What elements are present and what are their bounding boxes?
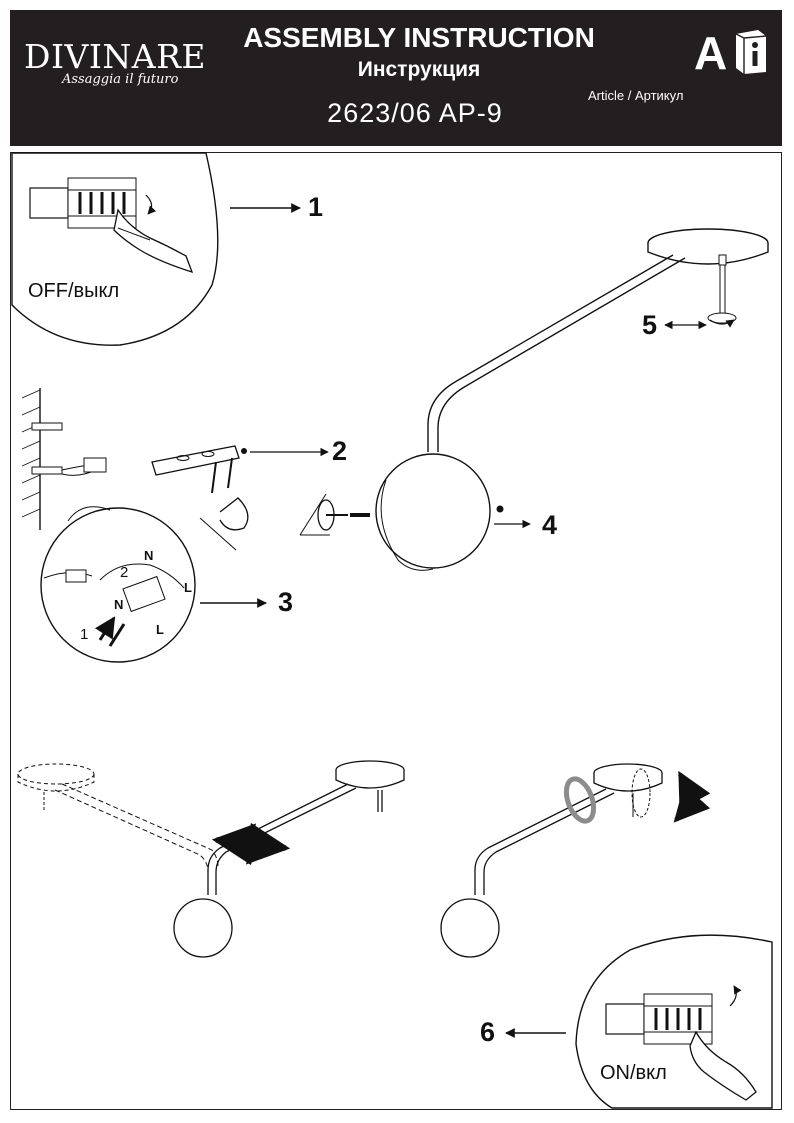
instruction-frame: [10, 152, 782, 1110]
hand-icon: [113, 208, 194, 274]
step-1-number: 1: [308, 192, 324, 222]
wiring-lens-detail: [40, 506, 267, 663]
language-letter: A: [694, 27, 728, 79]
page-title-ru: Инструкция: [357, 58, 481, 81]
breaker-off-detail: [11, 152, 301, 346]
wire-label-l-bottom: L: [156, 622, 164, 637]
article-label: Article / Артикул: [588, 88, 684, 103]
info-book-icon: [735, 30, 767, 74]
wiring-step-1-label: 1: [80, 626, 89, 643]
wire-label-n-bottom: N: [114, 597, 124, 612]
wall-mount-detail: [21, 388, 329, 551]
wire-label-n-top: N: [144, 548, 154, 563]
wiring-step-2-label: 2: [120, 564, 129, 581]
breaker-on-detail: [505, 934, 773, 1109]
header-bar: DIVINARE Assaggia il futuro ASSEMBLY INS…: [10, 10, 782, 146]
page-title: ASSEMBLY INSTRUCTION: [243, 22, 595, 53]
wire-label-l-top: L: [184, 580, 192, 595]
article-number: 2623/06 AP-9: [327, 98, 503, 128]
breaker-off-caption: OFF/выкл: [28, 280, 120, 302]
lamp-rotation-detail: [440, 763, 711, 958]
step-5-number: 5: [642, 310, 658, 340]
screw-detail: [299, 493, 370, 536]
glass-globe: [375, 453, 491, 569]
step-6-number: 6: [480, 1017, 496, 1047]
ceiling-lamp-main: [375, 228, 769, 571]
step-2-number: 2: [332, 436, 348, 466]
brand-tagline: Assaggia il futuro: [62, 72, 179, 87]
arm-positioning-detail: [17, 760, 405, 958]
step-3-number: 3: [278, 587, 294, 617]
step-4-number: 4: [542, 510, 558, 540]
breaker-on-caption: ON/вкл: [600, 1062, 667, 1084]
brand-logo: DIVINARE: [24, 37, 207, 76]
rotate-arrow-icon: [145, 194, 157, 215]
